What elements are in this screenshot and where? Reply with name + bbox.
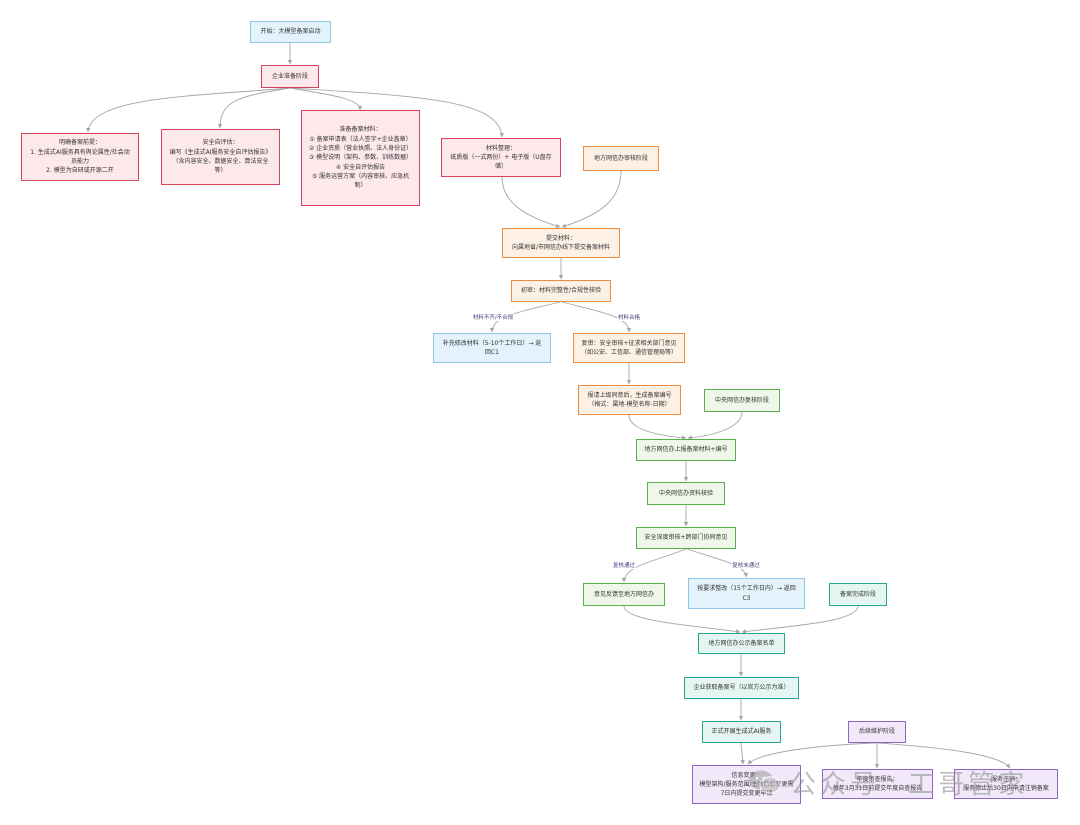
edge-label-review-fail: 复核未通过 [731, 561, 761, 569]
node-rectify-text: 按要求整改（15个工作日内）→ 返回C3 [697, 585, 796, 602]
node-generate-number: 报请上级同意后，生成备案编号 （格式：属地-模型名称-日期） [578, 385, 681, 415]
edge-label-pass: 材料合格 [616, 313, 642, 321]
node-deep-review-text: 安全深度审核+跨部门协同意见 [644, 534, 728, 542]
node-organize-materials-text: 材料整理： 纸质版（一式两份）+ 电子版（U盘存储） [450, 144, 552, 171]
node-deep-review: 安全深度审核+跨部门协同意见 [636, 527, 736, 549]
node-self-assessment-text: 安全自评估： 编写《生成式AI服务安全自评估报告》 （含内容安全、数据安全、算法… [169, 139, 272, 175]
node-info-change-text: 信息变更： 模型架构/服务范围/主体信息变更需7日内提交变更申请 [699, 771, 794, 798]
node-annual-report: 年度审查报告： 每年3月31日前提交年度自查报告 [822, 769, 933, 799]
node-local-review-stage: 地方网信办审核阶段 [583, 146, 659, 171]
edge-c5-d1 [628, 414, 687, 440]
node-central-verify: 中央网信办资料核验 [647, 482, 725, 505]
node-report-materials: 地方网信办上报备案材料+编号 [636, 439, 736, 461]
node-obtain-number-text: 企业获取备案号（以官方公示为准） [693, 684, 790, 692]
node-prepare-materials: 准备备案材料： ① 备案申请表（法人签字+企业盖章） ② 企业资质（营业执照、法… [301, 110, 420, 206]
node-service-cancel: 服务注销： 服务停止后30日内申请注销备案 [954, 769, 1058, 799]
node-feedback-local-text: 意见反馈至地方网信办 [593, 590, 654, 598]
node-organize-materials: 材料整理： 纸质版（一式两份）+ 电子版（U盘存储） [441, 138, 561, 177]
node-supplement-materials-text: 补充修改材料（5-10个工作日）→ 返回C1 [442, 339, 542, 356]
node-launch-service-text: 正式开展生成式AI服务 [711, 728, 772, 736]
edge-b-b4 [289, 87, 505, 138]
edge-f0-f1 [747, 742, 877, 765]
edge-c2-c4 [561, 301, 632, 333]
node-initial-review-text: 初审：材料完整性/合规性核验 [520, 287, 602, 295]
edge-b4-c1 [501, 176, 561, 228]
edge-d0-d1 [687, 411, 743, 440]
node-rectify: 按要求整改（15个工作日内）→ 返回C3 [688, 578, 805, 609]
edge-d4-e1 [623, 605, 741, 634]
edge-c0-c1 [561, 170, 622, 228]
node-filing-complete-stage: 备案完成阶段 [829, 583, 887, 606]
edge-b-b3 [289, 87, 363, 111]
edge-e0-e1 [741, 605, 859, 634]
node-report-materials-text: 地方网信办上报备案材料+编号 [644, 446, 728, 454]
node-launch-service: 正式开展生成式AI服务 [702, 721, 781, 743]
node-self-assessment: 安全自评估： 编写《生成式AI服务安全自评估报告》 （含内容安全、数据安全、算法… [161, 129, 280, 185]
node-publish-list: 地方网信办公示备案名单 [698, 633, 785, 654]
node-enterprise-prep: 企业准备阶段 [261, 65, 319, 88]
node-start: 开始：大模型备案启动 [250, 21, 331, 43]
edge-f0-f3 [877, 742, 1011, 769]
node-supplement-materials: 补充修改材料（5-10个工作日）→ 返回C1 [433, 333, 551, 363]
node-start-text: 开始：大模型备案启动 [260, 28, 321, 36]
edge-b-b2 [217, 87, 291, 129]
node-central-review-stage: 中央网信办复核阶段 [704, 389, 780, 412]
node-prerequisites: 明确备案前提： 1. 生成式AI服务具有舆论属性/社会动员能力 2. 模型为自研… [21, 133, 139, 181]
node-maintenance-stage: 后续维护阶段 [848, 721, 906, 743]
node-local-review-stage-text: 地方网信办审核阶段 [593, 154, 648, 162]
node-enterprise-prep-text: 企业准备阶段 [271, 72, 308, 80]
node-second-review: 复审：安全审核+征求相关部门意见 （如公安、工信部、通信管理局等） [573, 333, 685, 363]
node-central-verify-text: 中央网信办资料核验 [658, 489, 713, 497]
node-obtain-number: 企业获取备案号（以官方公示为准） [684, 677, 799, 699]
node-prepare-materials-text: 准备备案材料： ① 备案申请表（法人签字+企业盖章） ② 企业资质（营业执照、法… [308, 126, 413, 190]
node-second-review-text: 复审：安全审核+征求相关部门意见 （如公安、工信部、通信管理局等） [580, 339, 677, 356]
node-info-change: 信息变更： 模型架构/服务范围/主体信息变更需7日内提交变更申请 [692, 765, 801, 804]
node-filing-complete-stage-text: 备案完成阶段 [839, 590, 876, 598]
node-publish-list-text: 地方网信办公示备案名单 [708, 639, 775, 647]
node-prerequisites-text: 明确备案前提： 1. 生成式AI服务具有舆论属性/社会动员能力 2. 模型为自研… [30, 139, 130, 175]
edge-b-b1 [85, 87, 291, 133]
node-submit-materials: 提交材料： 向属地省/市网信办线下提交备案材料 [502, 228, 620, 258]
node-generate-number-text: 报请上级同意后，生成备案编号 （格式：属地-模型名称-日期） [587, 391, 672, 408]
node-service-cancel-text: 服务注销： 服务停止后30日内申请注销备案 [963, 775, 1049, 792]
node-annual-report-text: 年度审查报告： 每年3月31日前提交年度自查报告 [832, 775, 923, 792]
edge-label-review-pass: 复核通过 [611, 561, 637, 569]
node-central-review-stage-text: 中央网信办复核阶段 [714, 396, 769, 404]
node-initial-review: 初审：材料完整性/合规性核验 [511, 280, 611, 302]
node-feedback-local: 意见反馈至地方网信办 [583, 583, 665, 606]
edge-d3-d5 [686, 548, 749, 578]
node-submit-materials-text: 提交材料： 向属地省/市网信办线下提交备案材料 [511, 234, 611, 251]
edge-d3-d4 [621, 548, 687, 583]
edge-label-fail: 材料不齐/不合规 [471, 313, 515, 321]
edge-e3-f1 [740, 742, 745, 765]
node-maintenance-stage-text: 后续维护阶段 [858, 728, 895, 736]
